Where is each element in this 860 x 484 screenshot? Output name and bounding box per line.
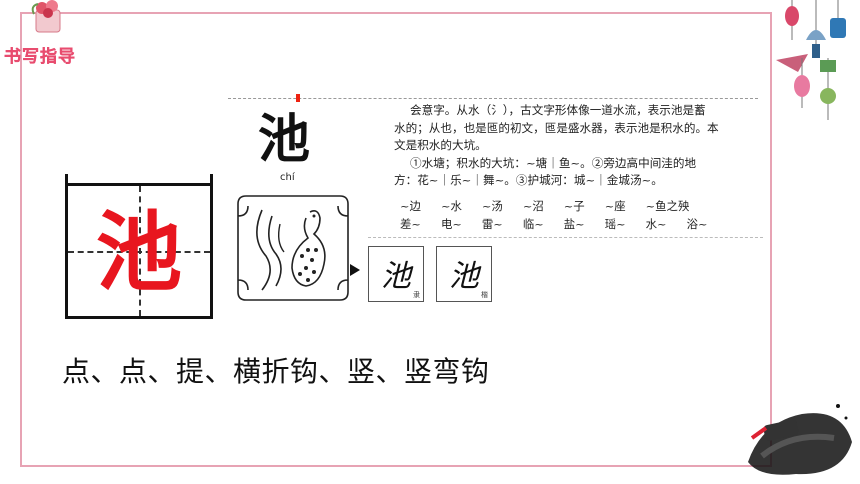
word-item: ~鱼之殃 [645, 199, 690, 213]
word-item: ~子 [563, 199, 585, 213]
flower-decoration-icon [31, 0, 61, 33]
word-item: ~水 [440, 199, 462, 213]
word-item: ~座 [604, 199, 626, 213]
section-title: 书写指导 [4, 47, 76, 67]
lishu-tag: 隶 [413, 291, 420, 299]
hanging-ornaments-icon [776, 0, 846, 120]
sense-line: ①水塘；积水的大坑：~塘｜鱼~。②旁边高中间洼的地 [410, 155, 697, 170]
dictionary-headword: 池 [258, 109, 311, 170]
word-item: 电~ [440, 217, 462, 231]
tianzige-practice-grid: 池 [65, 174, 213, 319]
kaishu-tag: 楷 [481, 291, 488, 299]
dictionary-top-rule [228, 98, 758, 99]
grid-vertical-guide [139, 186, 141, 316]
dictionary-bottom-rule [368, 237, 763, 238]
word-row: 差~ 电~ 雷~ 临~ 盐~ 瑶~ 水~ 浴~ [400, 215, 780, 233]
word-row: ~边 ~水 ~汤 ~沼 ~子 ~座 ~鱼之殃 [400, 197, 780, 215]
ancient-character-pictograph-icon [237, 195, 349, 301]
dictionary-entry: 池 chí 会意字。从水（氵），古文字形体像一道水流，表示池是蓄 水的；从也，也… [228, 94, 766, 310]
word-item: 浴~ [686, 217, 708, 231]
word-item: ~边 [400, 199, 421, 213]
word-item: 盐~ [563, 217, 585, 231]
word-item: ~汤 [481, 199, 503, 213]
grid-corner-mark [210, 174, 213, 184]
evolution-arrow-icon [350, 264, 360, 276]
word-item: 瑶~ [604, 217, 626, 231]
dictionary-definition: 会意字。从水（氵），古文字形体像一道水流，表示池是蓄 水的；从也，也是匜的初文，… [394, 102, 766, 190]
definition-line: 水的；从也，也是匜的初文，匜是盛水器，表示池是积水的。本 [394, 120, 719, 135]
word-item: 差~ [400, 217, 421, 231]
sense-line: 方：花~｜乐~｜舞~。③护城河：城~｜金城汤~。 [394, 173, 663, 187]
word-item: ~沼 [522, 199, 544, 213]
dictionary-pinyin: chí [280, 172, 295, 183]
kaishu-form-box: 池 楷 [436, 246, 492, 302]
word-item: 雷~ [481, 217, 503, 231]
definition-line: 文是积水的大坑。 [394, 138, 487, 152]
grid-corner-mark [65, 174, 68, 184]
kaishu-glyph: 池 [449, 259, 479, 294]
lishu-glyph: 池 [381, 259, 411, 294]
ink-brush-decoration-icon [748, 404, 852, 475]
word-item: 水~ [645, 217, 667, 231]
practice-character: 池 [96, 202, 182, 303]
dictionary-marker [296, 94, 300, 102]
word-examples: ~边 ~水 ~汤 ~沼 ~子 ~座 ~鱼之殃 差~ 电~ 雷~ 临~ 盐~ 瑶~… [400, 197, 780, 233]
definition-line: 会意字。从水（氵），古文字形体像一道水流，表示池是蓄 [410, 103, 706, 117]
lishu-form-box: 池 隶 [368, 246, 424, 302]
stroke-order-text: 点、点、提、横折钩、竖、竖弯钩 [62, 355, 490, 388]
word-item: 临~ [522, 217, 544, 231]
content-frame [20, 12, 772, 467]
